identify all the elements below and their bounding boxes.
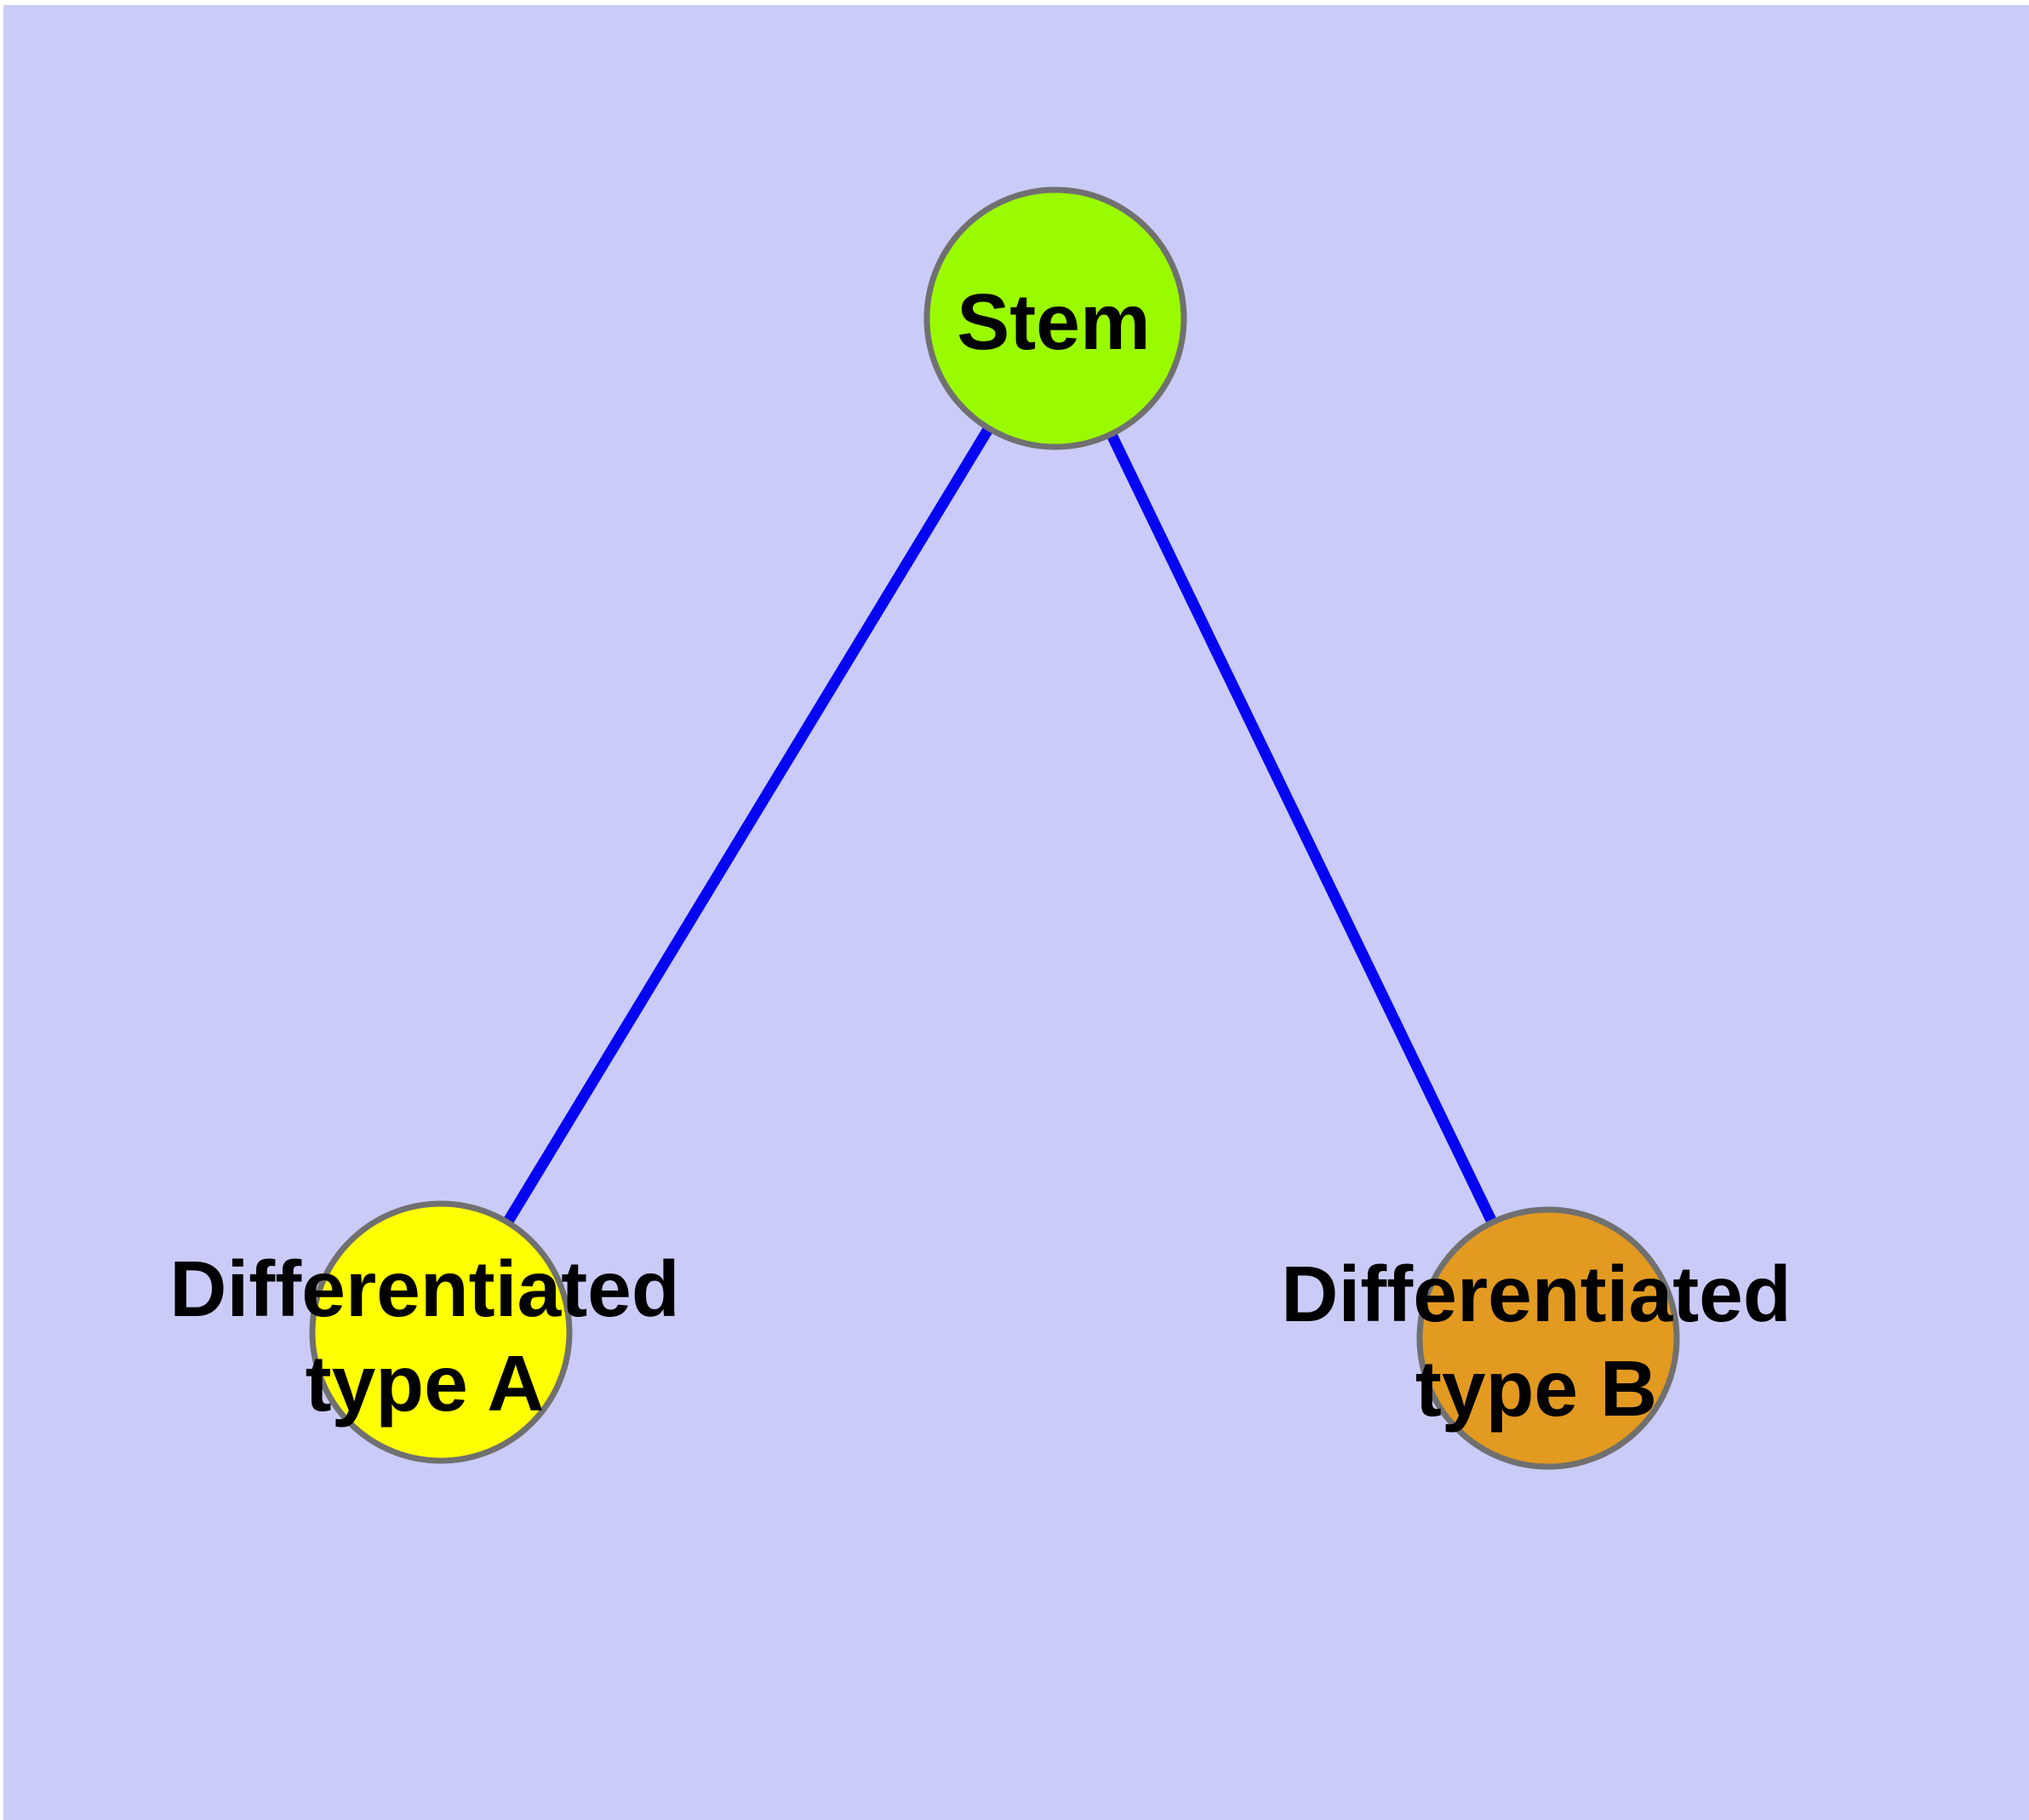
- node-type-b-label-line2: type B: [1415, 1344, 1657, 1433]
- node-stem[interactable]: [923, 186, 1187, 450]
- node-differentiated-type-b[interactable]: [1416, 1206, 1680, 1470]
- edge-stem-to-type-a: [436, 315, 1060, 1336]
- node-differentiated-type-a[interactable]: [309, 1200, 573, 1464]
- edge-stem-to-type-b: [1050, 316, 1553, 1341]
- node-type-b-label-line1: Differentiated: [1281, 1250, 1791, 1338]
- node-type-a-label-line1: Differentiated: [169, 1245, 679, 1333]
- node-stem-label: Stem: [957, 278, 1150, 366]
- node-type-a-label-line2: type A: [306, 1339, 545, 1428]
